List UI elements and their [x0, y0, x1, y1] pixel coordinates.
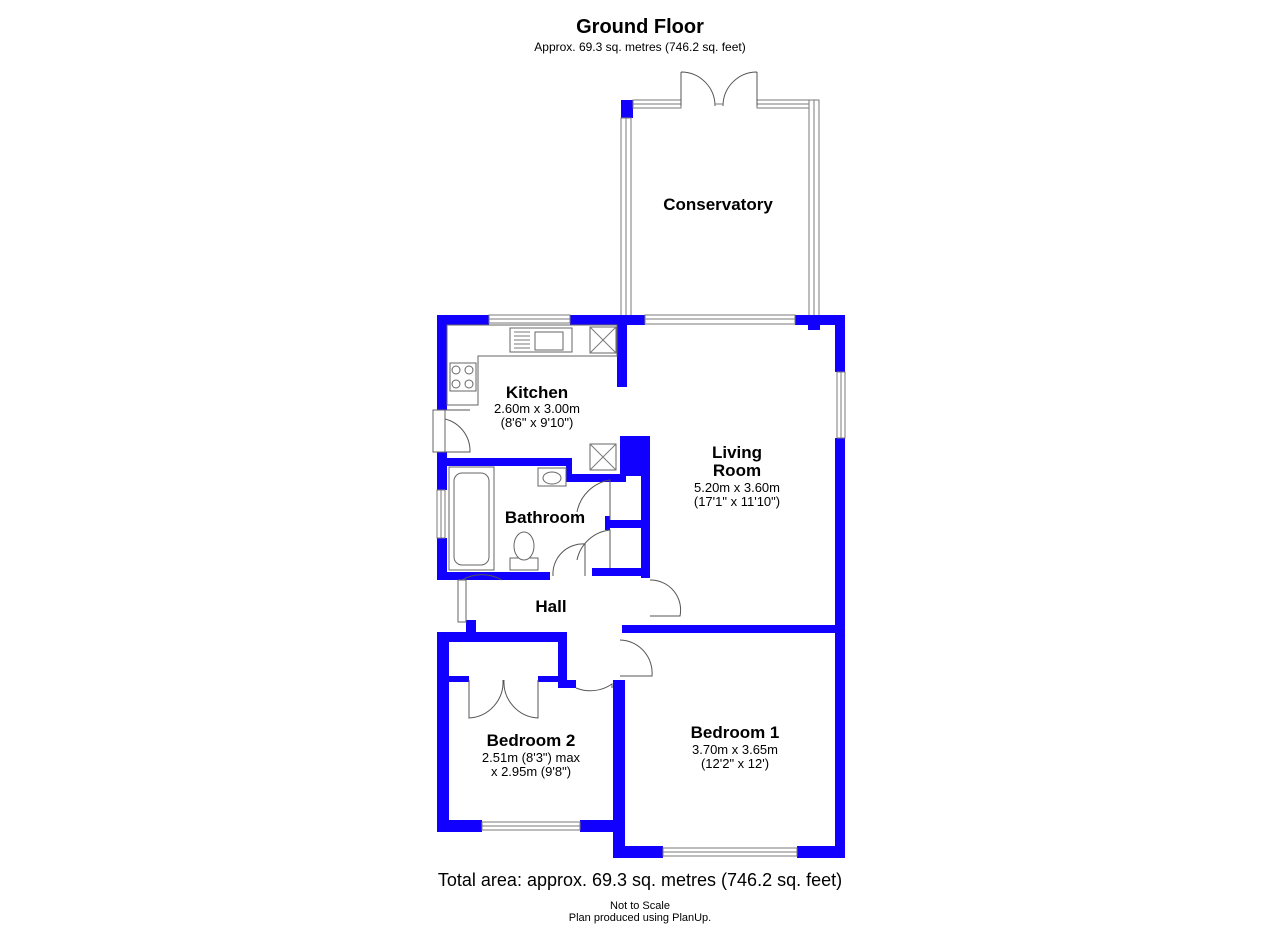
- bedroom-1-dim-metric: 3.70m x 3.65m: [692, 742, 778, 757]
- living-room-dim-imperial: (17'1" x 11'10"): [694, 494, 780, 509]
- kitchen-dim-metric: 2.60m x 3.00m: [494, 401, 580, 416]
- windows: [436, 314, 846, 857]
- conservatory-label: Conservatory: [663, 195, 773, 214]
- bedroom-1-dim-imperial: (12'2" x 12'): [701, 756, 769, 771]
- hall-label: Hall: [535, 597, 566, 616]
- bathroom-label: Bathroom: [505, 508, 585, 527]
- total-area: Total area: approx. 69.3 sq. metres (746…: [437, 870, 843, 890]
- plan-subtitle: Approx. 69.3 sq. metres (746.2 sq. feet): [534, 40, 746, 54]
- living-room-dim-metric: 5.20m x 3.60m: [694, 480, 780, 495]
- producer-note: Plan produced using PlanUp.: [568, 912, 712, 924]
- plan-title: Ground Floor: [576, 16, 704, 38]
- bedroom-2-dim-line2: x 2.95m (9'8"): [491, 764, 571, 779]
- bedroom-2-label: Bedroom 2: [487, 731, 576, 750]
- room-labels: Conservatory Kitchen 2.60m x 3.00m (8'6"…: [482, 195, 780, 779]
- living-room-label-line2: Room: [713, 461, 761, 480]
- fixtures: [446, 324, 618, 571]
- bedroom-1-label: Bedroom 1: [691, 723, 780, 742]
- living-room-label-line1: Living: [712, 443, 762, 462]
- kitchen-label: Kitchen: [506, 383, 568, 402]
- outer-walls: [437, 315, 845, 858]
- doors: [432, 409, 682, 719]
- kitchen-dim-imperial: (8'6" x 9'10"): [501, 415, 574, 430]
- scale-note: Not to Scale: [610, 900, 670, 912]
- bedroom-2-dim-line1: 2.51m (8'3") max: [482, 750, 581, 765]
